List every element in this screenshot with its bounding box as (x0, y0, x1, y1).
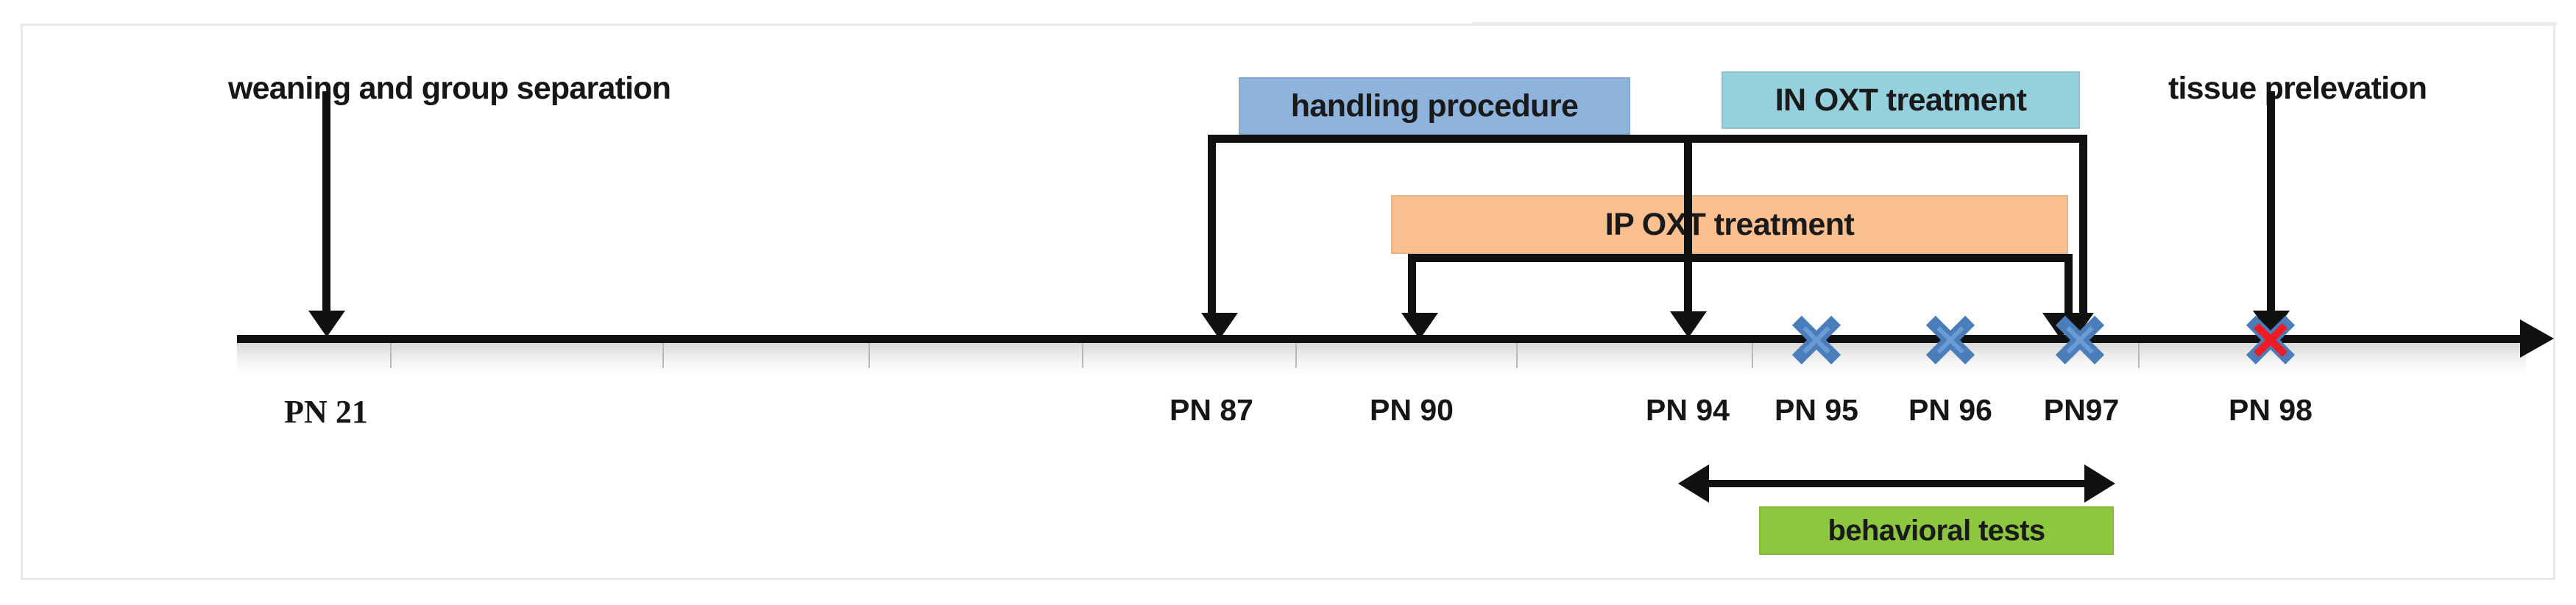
bracket-drop-pn94 (1684, 135, 1692, 313)
arrow-to-pn21 (322, 91, 330, 312)
behavioral-tests-span-line (1709, 480, 2084, 487)
arrow-to-pn98 (2267, 91, 2275, 312)
behavioral-tests-arrow-left (1678, 464, 1709, 503)
axis-shadow (237, 343, 2526, 375)
annotation-weaning-label: weaning and group separation (228, 71, 671, 106)
axis-tick (1752, 343, 1753, 368)
axis-tick (1516, 343, 1518, 368)
day-label-pn97: PN97 (2043, 393, 2120, 427)
day-label-pn95: PN 95 (1774, 393, 1858, 427)
axis-tick (1082, 343, 1083, 368)
bracket-ip-oxt (1401, 254, 2079, 339)
axis-tick (662, 343, 664, 368)
day-label-pn98: PN 98 (2229, 393, 2313, 427)
figure-frame-seam (1472, 22, 2557, 25)
timeline-axis-line (237, 335, 2526, 343)
phase-label-in-oxt: IN OXT treatment (1774, 82, 2027, 118)
axis-tick (1295, 343, 1297, 368)
axis-tick (868, 343, 870, 368)
annotation-tissue-prelevation-label: tissue prelevation (2168, 71, 2427, 106)
day-label-pn94: PN 94 (1646, 393, 1730, 427)
marker-blue-x-pn97 (2053, 314, 2106, 367)
phase-label-ip-oxt: IP OXT treatment (1604, 206, 1855, 242)
phase-label-behavioral-tests: behavioral tests (1827, 514, 2046, 547)
day-label-pn96: PN 96 (1908, 393, 1992, 427)
day-label-pn21: PN 21 (284, 394, 368, 430)
axis-tick (2138, 343, 2140, 368)
marker-blue-x-pn96 (1924, 314, 1977, 367)
phase-box-handling-procedure: handling procedure (1239, 77, 1630, 135)
phase-box-behavioral-tests: behavioral tests (1759, 506, 2114, 555)
phase-label-handling: handling procedure (1290, 88, 1579, 124)
marker-blue-x-pn95 (1790, 314, 1843, 367)
axis-tick (390, 343, 392, 368)
phase-box-ip-oxt-treatment: IP OXT treatment (1391, 195, 2068, 254)
phase-box-in-oxt-treatment: IN OXT treatment (1722, 71, 2080, 129)
day-label-pn90: PN 90 (1370, 393, 1454, 427)
day-label-pn87: PN 87 (1170, 393, 1253, 427)
timeline-axis-arrowhead (2520, 319, 2554, 358)
behavioral-tests-arrow-right (2084, 464, 2115, 503)
marker-red-x-pn98 (2244, 314, 2297, 367)
